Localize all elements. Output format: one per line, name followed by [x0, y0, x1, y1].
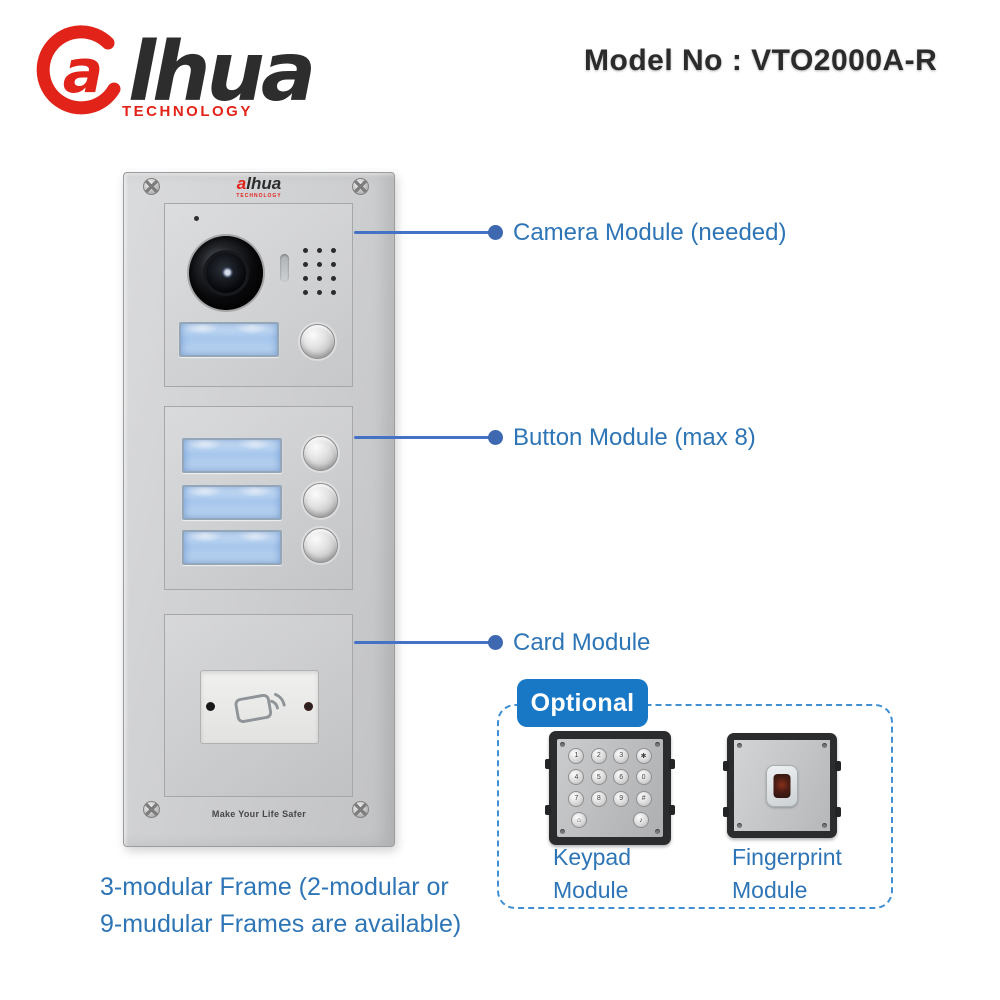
- panel-logo-letters: lhua: [246, 174, 282, 193]
- callout-line: [354, 436, 494, 439]
- intercom-panel: alhua TECHNOLOGY: [123, 172, 395, 847]
- mount-tab-icon: [835, 807, 841, 817]
- mount-tab-icon: [835, 761, 841, 771]
- screw-hole-icon: [737, 823, 742, 828]
- fingerprint-label-line2: Module: [732, 877, 808, 903]
- screw-hole-icon: [655, 742, 660, 747]
- fingerprint-face: [734, 740, 830, 831]
- name-plate: [182, 530, 282, 565]
- callout-card-label: Card Module: [513, 629, 651, 656]
- fingerprint-module-label: Fingerprint Module: [732, 841, 842, 907]
- speaker-grille-icon: [303, 248, 336, 295]
- callout-dot-icon: [488, 635, 503, 650]
- keypad-face: 1 2 3 ✱ 4 5 6 0 7 8 9 # ⌂ ♪: [557, 739, 663, 837]
- callout-camera-label: Camera Module (needed): [513, 219, 787, 246]
- keypad-key: 1: [568, 747, 585, 764]
- fingerprint-window: [766, 764, 798, 807]
- mic-hole-icon: [194, 216, 199, 221]
- screw-icon: [352, 178, 369, 195]
- keypad-label-line1: Keypad: [553, 844, 632, 870]
- optional-group-box: [497, 704, 893, 909]
- device-tagline: Make Your Life Safer: [211, 809, 307, 819]
- screw-hole-icon: [655, 829, 660, 834]
- screw-icon: [352, 801, 369, 818]
- fingerprint-sensor-icon: [773, 774, 791, 799]
- panel-logo-technology-text: TECHNOLOGY: [236, 193, 282, 199]
- screw-hole-icon: [822, 743, 827, 748]
- card-reader: [200, 670, 319, 744]
- keypad-key: ⌂: [571, 812, 587, 829]
- callout-dot-icon: [488, 430, 503, 445]
- mount-tab-icon: [723, 807, 729, 817]
- callout-dot-icon: [488, 225, 503, 240]
- keypad-key: 5: [590, 769, 607, 786]
- keypad-key: 0: [635, 769, 652, 786]
- screw-icon: [143, 178, 160, 195]
- name-plate: [182, 438, 282, 473]
- mount-tab-icon: [669, 805, 675, 815]
- keypad-key: 4: [568, 769, 585, 786]
- keypad-label-line2: Module: [553, 877, 629, 903]
- keypad-key: 3: [613, 747, 630, 764]
- indicator-dot-icon: [304, 702, 313, 711]
- optional-badge: Optional: [517, 679, 648, 727]
- call-button: [303, 436, 338, 471]
- card-swipe-icon: [234, 692, 286, 723]
- card-module: [164, 614, 353, 797]
- logo-ring-icon: [36, 25, 121, 115]
- frame-note-line1: 3-modular Frame (2-modular or: [100, 873, 449, 901]
- keypad-key: 7: [568, 790, 585, 807]
- keypad-key: ♪: [633, 812, 649, 829]
- keypad-key: 2: [590, 747, 607, 764]
- panel-logo: alhua TECHNOLOGY: [124, 175, 394, 199]
- light-sensor-icon: [280, 254, 289, 282]
- callout-line: [354, 641, 494, 644]
- screw-hole-icon: [560, 742, 565, 747]
- logo-letter-a: a: [63, 37, 104, 107]
- keypad-module-image: 1 2 3 ✱ 4 5 6 0 7 8 9 # ⌂ ♪: [545, 731, 675, 845]
- call-button: [303, 483, 338, 518]
- screw-hole-icon: [560, 829, 565, 834]
- screw-hole-icon: [737, 743, 742, 748]
- keypad-key: 8: [590, 790, 607, 807]
- mount-tab-icon: [723, 761, 729, 771]
- mount-tab-icon: [545, 805, 551, 815]
- name-plate: [182, 485, 282, 520]
- logo-letters: lhua: [128, 25, 312, 120]
- indicator-dot-icon: [206, 702, 215, 711]
- name-plate: [179, 322, 279, 357]
- model-number: Model No : VTO2000A-R: [584, 44, 938, 77]
- call-button: [300, 324, 335, 359]
- camera-module: [164, 203, 353, 387]
- fingerprint-module-image: [723, 733, 841, 838]
- button-module: [164, 406, 353, 590]
- screw-hole-icon: [822, 823, 827, 828]
- panel-logo-letter-a: a: [236, 174, 247, 193]
- call-button: [303, 528, 338, 563]
- frame-note: 3-modular Frame (2-modular or 9-mudular …: [100, 869, 461, 943]
- frame-note-line2: 9-mudular Frames are available): [100, 910, 462, 938]
- keypad-module-label: Keypad Module: [553, 841, 631, 907]
- callout-line: [354, 231, 494, 234]
- callout-button-label: Button Module (max 8): [513, 424, 756, 451]
- mount-tab-icon: [669, 759, 675, 769]
- camera-lens-icon: [189, 236, 263, 310]
- dahua-logo-icon: a lhua TECHNOLOGY: [36, 25, 316, 120]
- fingerprint-label-line1: Fingerprint: [732, 844, 842, 870]
- keypad-key: ✱: [635, 747, 652, 764]
- mount-tab-icon: [545, 759, 551, 769]
- keypad-key: 6: [613, 769, 630, 786]
- keypad-key: 9: [613, 790, 630, 807]
- screw-icon: [143, 801, 160, 818]
- logo-technology-text: TECHNOLOGY: [122, 103, 253, 120]
- keypad-key: #: [635, 790, 652, 807]
